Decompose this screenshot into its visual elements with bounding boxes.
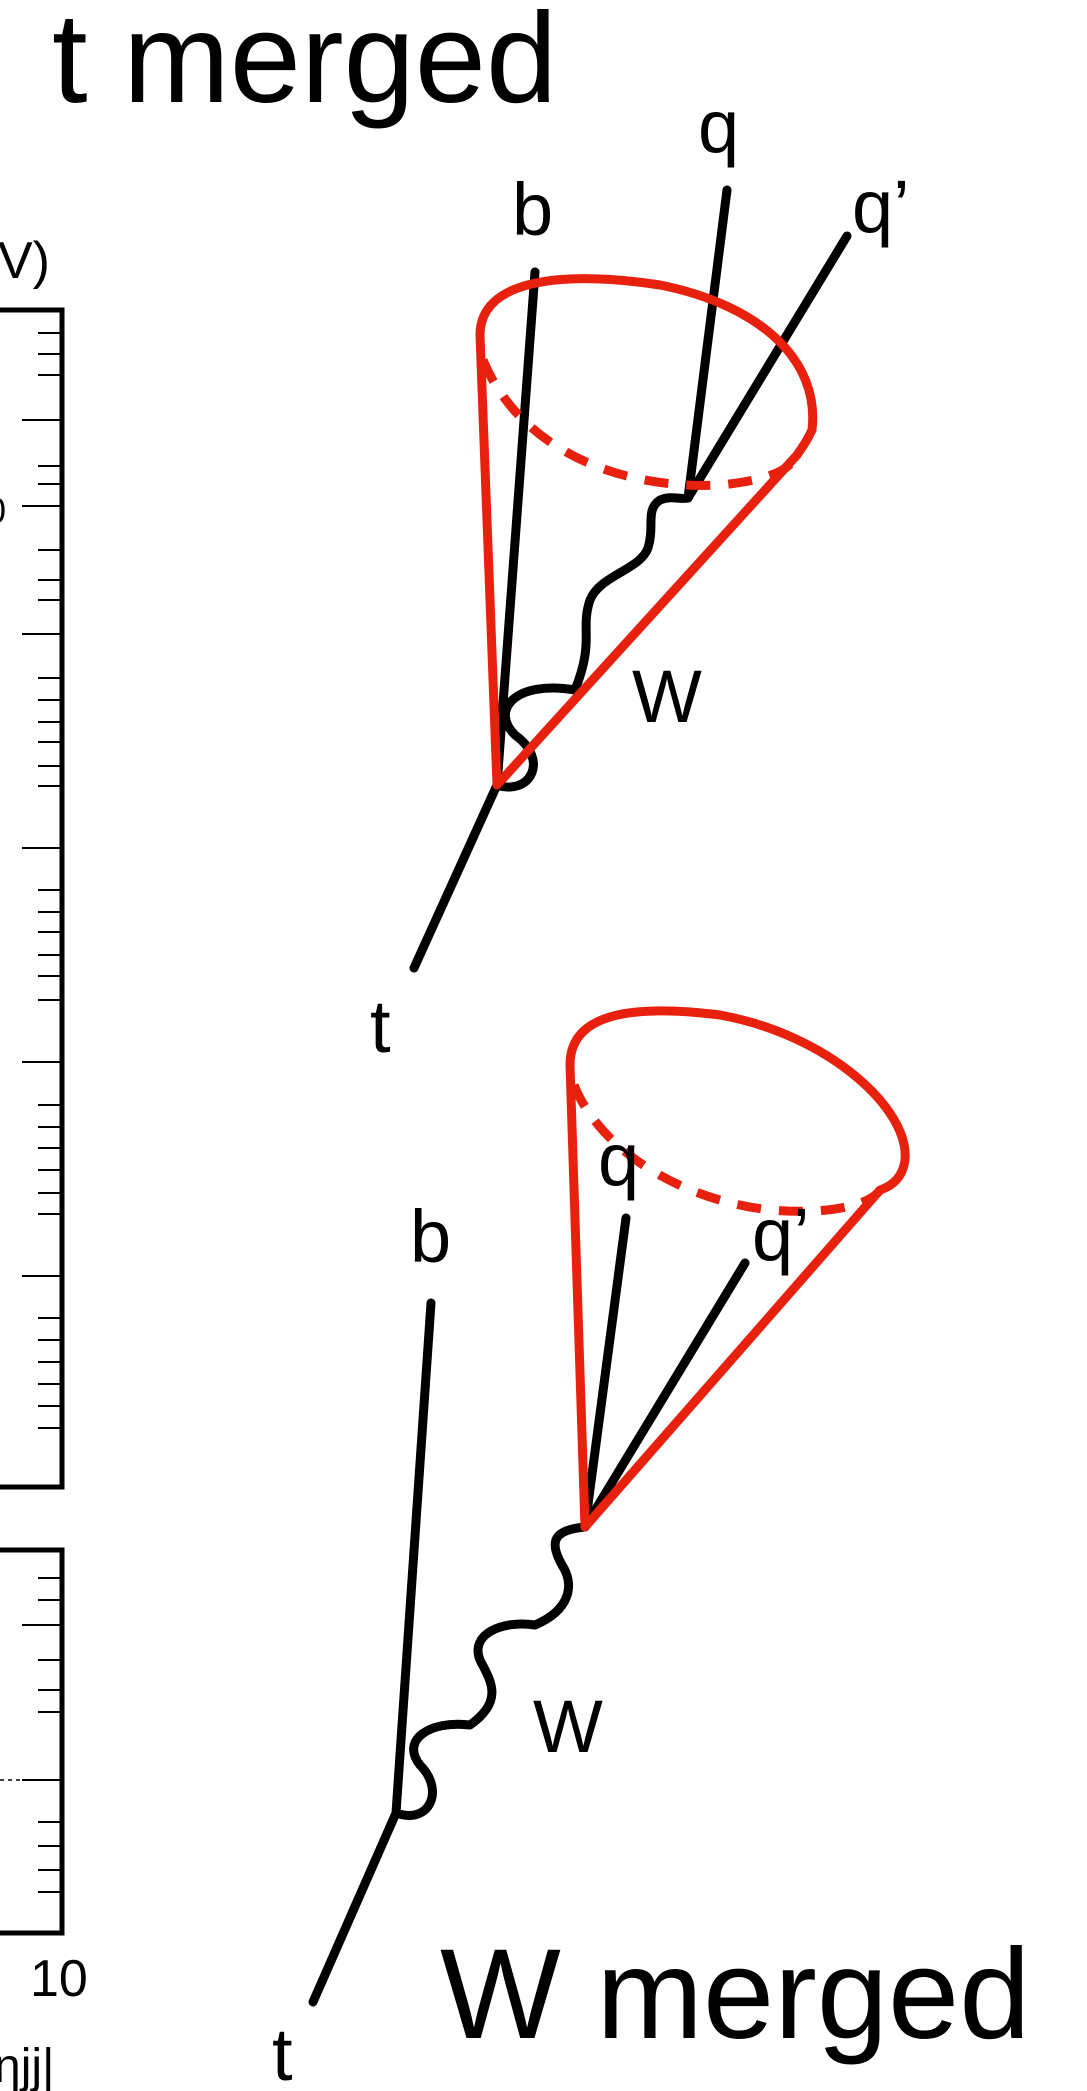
upper-plot-ticks: [22, 332, 62, 1429]
top-qprime-line: [683, 231, 852, 503]
bottom-w-boson-wavy: [391, 1522, 590, 1820]
top-decay-diagram: b q q’ W t: [370, 85, 910, 1068]
top-cone-dashed-rim: [478, 358, 802, 490]
axis-unit-fragment: V): [0, 232, 50, 290]
bottom-label-q: q: [598, 1118, 639, 1201]
bottom-label-t: t: [272, 2013, 293, 2091]
top-t-line: [409, 780, 502, 973]
bottom-decay-diagram: b q q’ W t: [272, 1006, 910, 2091]
tick-fragment: 0: [0, 490, 6, 531]
bottom-b-line: [391, 1298, 436, 1818]
bottom-label-b: b: [410, 1195, 451, 1278]
bottom-label-qprime: q’: [752, 1193, 810, 1276]
bottom-t-line: [308, 1808, 401, 2007]
title-w-merged: W merged: [440, 1923, 1030, 2066]
top-label-t: t: [370, 985, 391, 1068]
bottom-qprime-line: [580, 1258, 750, 1532]
upper-plot-frame: [0, 307, 65, 1490]
x-tick-10: 10: [30, 1950, 88, 2008]
cropped-plot: V): [0, 232, 88, 2091]
top-jet-cone: [475, 274, 818, 790]
bottom-label-w: W: [533, 1685, 603, 1768]
top-b-line: [492, 267, 540, 790]
top-label-b: b: [512, 168, 553, 251]
top-label-qprime: q’: [852, 165, 910, 248]
top-q-line: [683, 185, 732, 503]
top-w-boson-wavy: [492, 493, 693, 792]
top-label-w: W: [632, 655, 702, 738]
bottom-q-line: [580, 1213, 631, 1532]
bottom-cone-dashed-rim: [569, 1083, 884, 1216]
top-label-q: q: [698, 85, 739, 168]
lower-plot-frame: [0, 1547, 65, 1936]
bottom-jet-cone: [565, 1006, 910, 1532]
lower-plot-ticks: [0, 1577, 62, 1893]
x-axis-fragment: ηjj|: [0, 2040, 55, 2091]
title-t-merged: t merged: [52, 0, 557, 130]
